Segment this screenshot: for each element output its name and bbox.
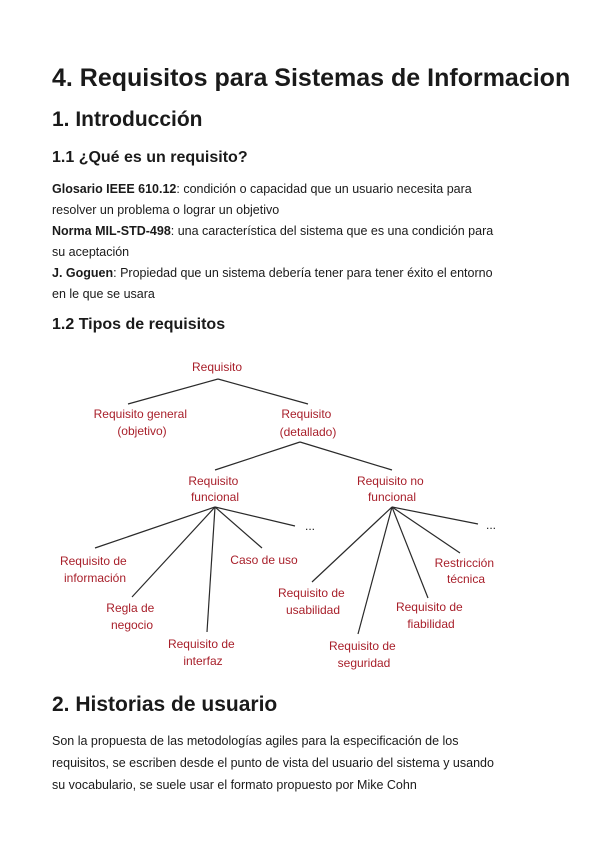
edge-funcional-casouso: [214, 506, 263, 549]
user-stories-line-3: su vocabulario, se suele usar el formato…: [52, 778, 417, 792]
edge-nofuncional-seguridad: [357, 506, 393, 635]
node-no-funcional: Requisito no funcional: [357, 474, 427, 504]
node-caso-uso: Caso de uso: [230, 553, 298, 567]
edge-detallado-nofuncional: [299, 441, 393, 471]
user-stories-paragraph: Son la propuesta de las metodologías agi…: [52, 730, 552, 796]
node-detallado: Requisito (detallado): [280, 407, 337, 439]
subsection-1-1-heading: 1.1 ¿Qué es un requisito?: [52, 149, 248, 166]
edge-detallado-funcional: [214, 441, 301, 471]
node-usabilidad: Requisito de usabilidad: [278, 586, 348, 617]
edge-nofuncional-usabilidad: [311, 506, 393, 583]
node-informacion: Requisito de información: [60, 554, 130, 585]
edge-root-general: [127, 378, 219, 405]
node-negocio: Regla de negocio: [106, 601, 157, 632]
section-1-heading: 1. Introducción: [52, 108, 203, 131]
main-heading: 4. Requisitos para Sistemas de Informaci…: [52, 64, 571, 92]
node-no-funcional-ellipsis: ...: [486, 518, 496, 532]
definition-ieee-term: Glosario IEEE 610.12: [52, 182, 177, 196]
edge-funcional-informacion: [94, 506, 216, 549]
node-general: Requisito general (objetivo): [94, 407, 191, 438]
diagram-edges: [94, 378, 479, 635]
node-restriccion: Restricción técnica: [435, 556, 498, 586]
node-root: Requisito: [192, 360, 242, 374]
node-fiabilidad: Requisito de fiabilidad: [396, 600, 466, 631]
definition-goguen-line-2: en le que se usara: [52, 287, 155, 301]
definition-mil-line-1: Norma MIL-STD-498: una característica de…: [52, 224, 494, 238]
node-interfaz: Requisito de interfaz: [168, 637, 238, 668]
requirements-tree-diagram: Requisito Requisito general (objetivo) R…: [60, 360, 498, 670]
definition-goguen-term: J. Goguen: [52, 266, 114, 280]
user-stories-line-2: requisitos, se escriben desde el punto d…: [52, 756, 494, 770]
user-stories-line-1: Son la propuesta de las metodologías agi…: [52, 734, 459, 748]
definition-mil-line-2: su aceptación: [52, 245, 130, 259]
edge-nofuncional-fiabilidad: [391, 506, 429, 599]
node-funcional: Requisito funcional: [188, 474, 241, 504]
edge-root-detallado: [217, 378, 309, 405]
edge-funcional-interfaz: [206, 506, 216, 633]
definition-mil-term: Norma MIL-STD-498: [52, 224, 171, 238]
edge-funcional-negocio: [131, 506, 216, 598]
node-seguridad: Requisito de seguridad: [329, 639, 399, 670]
edge-nofuncional-ellipsis: [391, 506, 479, 525]
definitions-block: Glosario IEEE 610.12: condición o capaci…: [52, 179, 552, 305]
edge-funcional-ellipsis: [214, 506, 296, 527]
definition-ieee-line-2: resolver un problema o lograr un objetiv…: [52, 203, 280, 217]
edge-nofuncional-restriccion: [391, 506, 461, 554]
subsection-1-2-heading: 1.2 Tipos de requisitos: [52, 316, 226, 333]
definition-ieee-line-1: Glosario IEEE 610.12: condición o capaci…: [52, 182, 472, 196]
node-funcional-ellipsis: ...: [305, 519, 315, 533]
definition-goguen-line-1: J. Goguen: Propiedad que un sistema debe…: [52, 266, 493, 280]
section-2-heading: 2. Historias de usuario: [52, 693, 278, 716]
